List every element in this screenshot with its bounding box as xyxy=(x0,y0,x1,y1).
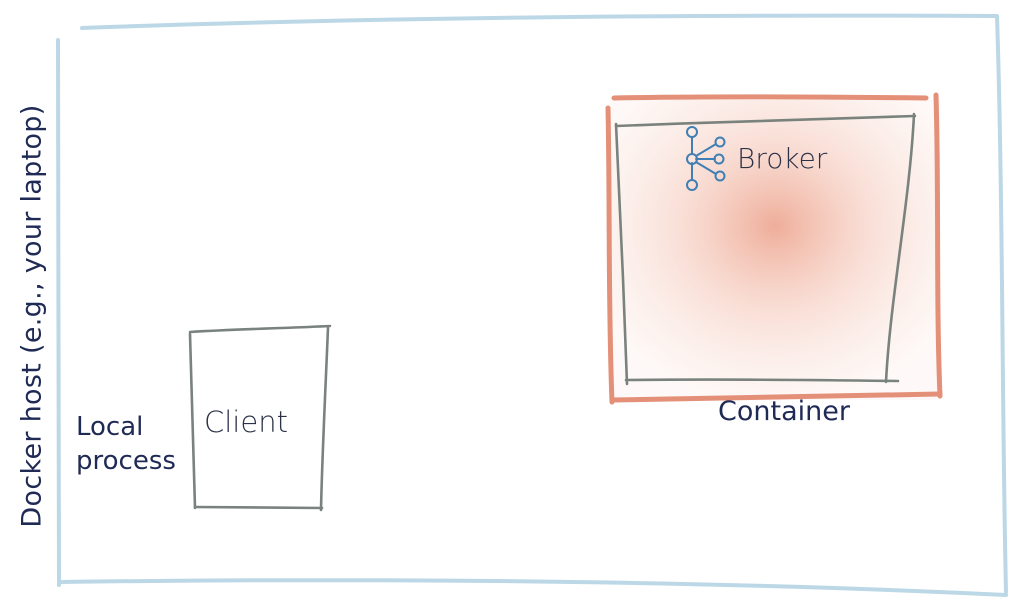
client-box xyxy=(188,324,332,512)
local-process-label: Local process xyxy=(76,412,176,476)
client-label: Client xyxy=(204,405,288,439)
broker-box xyxy=(614,112,917,386)
docker-host-label: Docker host (e.g., your laptop) xyxy=(16,104,48,528)
broker-label: Broker xyxy=(737,142,828,175)
container-label: Container xyxy=(718,396,850,427)
network-node-icon xyxy=(686,126,726,191)
container-block xyxy=(605,92,943,405)
docker-host-frame xyxy=(56,13,1008,597)
